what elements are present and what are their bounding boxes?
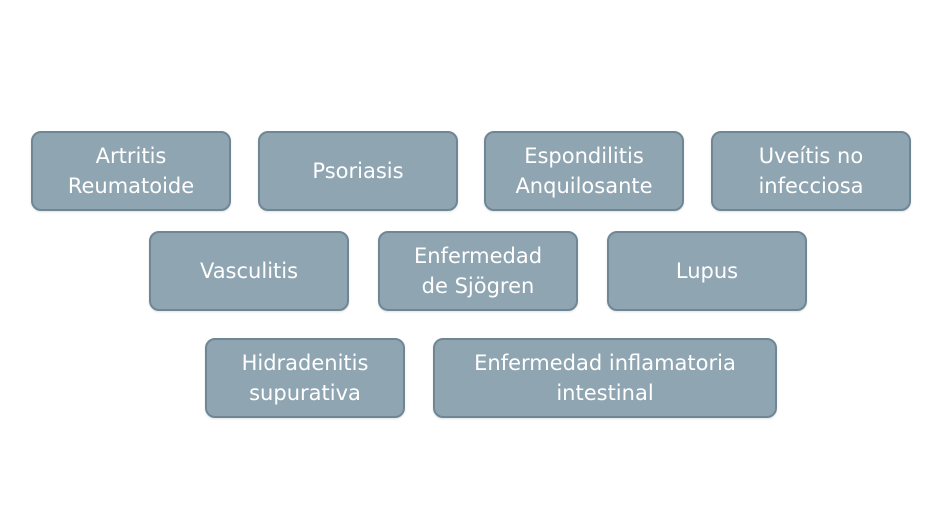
- box-enfermedad-de-sjogren: Enfermedad de Sjögren: [378, 231, 578, 311]
- box-label: Enfermedad de Sjögren: [413, 244, 543, 298]
- box-label: Vasculitis: [199, 259, 299, 283]
- box-espondilitis-anquilosante: Espondilitis Anquilosante: [484, 131, 684, 211]
- box-artritis-reumatoide: Artritis Reumatoide: [31, 131, 231, 211]
- box-uveitis-no-infecciosa: Uveítis no infecciosa: [711, 131, 911, 211]
- box-label: Artritis Reumatoide: [67, 144, 195, 198]
- box-vasculitis: Vasculitis: [149, 231, 349, 311]
- box-hidradenitis-supurativa: Hidradenitis supurativa: [205, 338, 405, 418]
- box-label: Enfermedad inflamatoria intestinal: [474, 351, 736, 405]
- box-enfermedad-inflamatoria-intestinal: Enfermedad inflamatoria intestinal: [433, 338, 777, 418]
- box-label: Psoriasis: [312, 159, 404, 183]
- box-label: Hidradenitis supurativa: [241, 351, 369, 405]
- box-label: Uveítis no infecciosa: [758, 144, 864, 198]
- box-lupus: Lupus: [607, 231, 807, 311]
- box-label: Espondilitis Anquilosante: [515, 144, 653, 198]
- box-label: Lupus: [675, 259, 739, 283]
- box-psoriasis: Psoriasis: [258, 131, 458, 211]
